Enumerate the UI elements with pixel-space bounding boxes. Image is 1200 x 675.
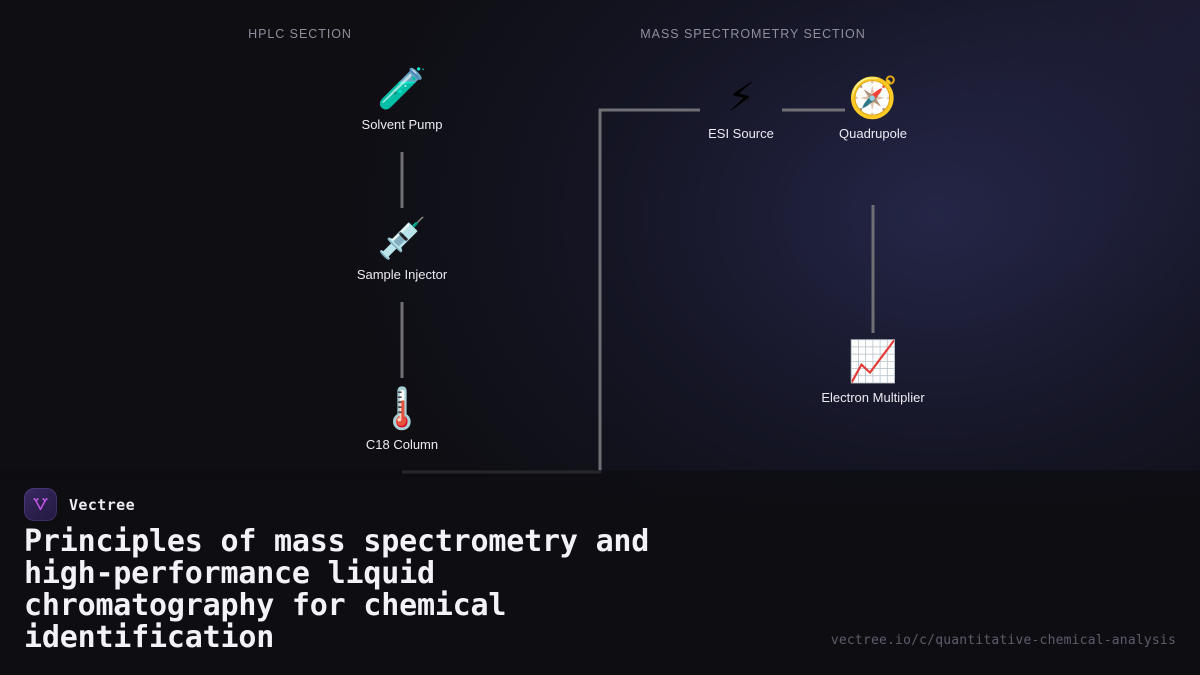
node-quadrupole[interactable]: 🧭 Quadrupole <box>778 75 968 141</box>
vectree-logo-icon <box>24 488 57 521</box>
page-title: Principles of mass spectrometry and high… <box>24 524 650 655</box>
node-label-electron-multiplier: Electron Multiplier <box>821 390 925 405</box>
node-solvent-pump[interactable]: 🧪 Solvent Pump <box>307 66 497 132</box>
node-label-sample-injector: Sample Injector <box>356 267 448 282</box>
node-label-solvent-pump: Solvent Pump <box>361 117 443 132</box>
node-c18-column[interactable]: 🌡️ C18 Column <box>307 386 497 452</box>
node-esi-source[interactable]: ⚡ ESI Source <box>646 75 836 141</box>
node-sample-injector[interactable]: 💉 Sample Injector <box>307 216 497 282</box>
compass-icon: 🧭 <box>848 75 898 121</box>
section-label-hplc: HPLC SECTION <box>248 27 352 41</box>
node-label-esi-source: ESI Source <box>708 126 774 141</box>
source-url: vectree.io/c/quantitative-chemical-analy… <box>830 633 1176 648</box>
chart-increasing-icon: 📈 <box>848 339 898 385</box>
node-electron-multiplier[interactable]: 📈 Electron Multiplier <box>778 339 968 405</box>
footer-bar: Vectree Principles of mass spectrometry … <box>0 470 1200 675</box>
syringe-icon: 💉 <box>377 216 427 262</box>
node-label-c18-column: C18 Column <box>365 437 439 452</box>
section-label-mass-spectrometry: MASS SPECTROMETRY SECTION <box>640 27 866 41</box>
brand[interactable]: Vectree <box>24 488 135 521</box>
test-tube-icon: 🧪 <box>377 66 427 112</box>
high-voltage-icon: ⚡ <box>726 75 756 121</box>
node-label-quadrupole: Quadrupole <box>839 126 907 141</box>
brand-name: Vectree <box>69 495 136 514</box>
instrument-flow-diagram: HPLC SECTION MASS SPECTROMETRY SECTION 🧪… <box>248 27 968 474</box>
connector-lines <box>400 108 875 474</box>
thermometer-icon: 🌡️ <box>377 386 427 432</box>
